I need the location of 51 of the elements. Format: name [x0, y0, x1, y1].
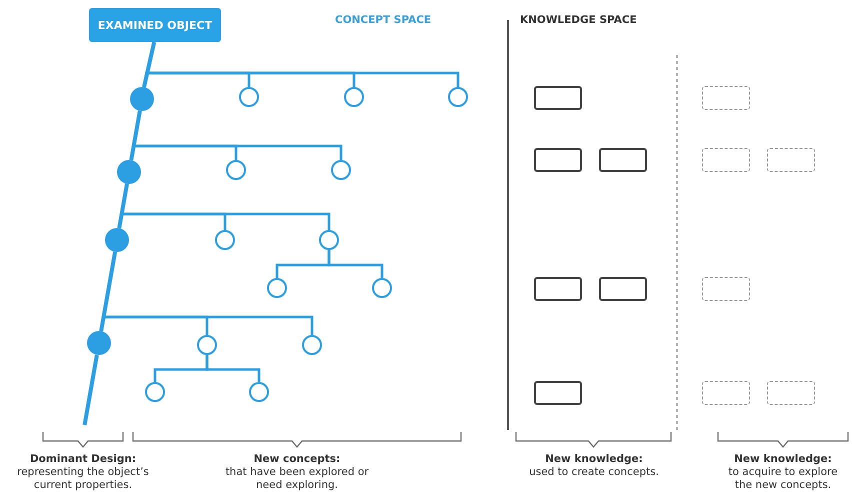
open-circle: [302, 335, 322, 355]
branch-line: [142, 72, 460, 88]
open-circle: [331, 160, 351, 180]
open-circle: [197, 335, 217, 355]
knowledge-box: [599, 148, 647, 172]
open-circle: [319, 230, 339, 250]
open-circle: [448, 87, 468, 107]
dashed-box: [702, 86, 750, 110]
knowledge-box: [534, 86, 582, 110]
branch-line: [130, 144, 342, 160]
open-circle: [344, 87, 364, 107]
dashed-box: [702, 277, 750, 301]
trunk-line: [142, 42, 156, 88]
section-heading: CONCEPT SPACE: [335, 14, 432, 27]
filled-circle: [105, 228, 130, 252]
dashed-box: [702, 381, 750, 405]
open-circle: [267, 278, 287, 298]
knowledge-box: [534, 277, 582, 301]
caption-heading: Dominant Design:: [28, 453, 138, 466]
open-circle: [215, 230, 235, 250]
trunk-line: [129, 110, 142, 161]
trunk-line: [99, 251, 118, 332]
branch-line: [118, 212, 330, 230]
dashed-box: [702, 148, 750, 172]
open-circle: [249, 382, 269, 402]
open-circle: [226, 160, 246, 180]
knowledge-box: [534, 381, 582, 405]
branch-line: [100, 316, 314, 335]
caption-text: representing the object’s current properties.: [16, 466, 150, 492]
object-box: [89, 8, 221, 42]
branch-line: [328, 250, 384, 278]
caption-heading: New knowledge:: [733, 453, 833, 466]
caption-text: used to create concepts.: [528, 466, 660, 479]
section-heading: KNOWLEDGE SPACE: [520, 14, 637, 27]
caption-heading: New concepts:: [252, 453, 342, 466]
caption-heading: New knowledge:: [544, 453, 644, 466]
branch-line: [206, 355, 260, 382]
knowledge-box: [599, 277, 647, 301]
caption-text: to acquire to explore the new concepts.: [727, 466, 839, 492]
knowledge-box: [534, 148, 582, 172]
filled-circle: [130, 87, 154, 111]
filled-circle: [117, 160, 142, 184]
open-circle: [239, 87, 259, 107]
node-label: EXAMINED OBJECT: [98, 18, 212, 32]
trunk-line: [117, 183, 129, 229]
open-circle: [372, 278, 392, 298]
dashed-box: [767, 381, 815, 405]
caption-text: that have been explored or need exploring.: [224, 466, 370, 492]
filled-circle: [87, 331, 112, 355]
dashed-box: [767, 148, 815, 172]
open-circle: [145, 382, 165, 402]
